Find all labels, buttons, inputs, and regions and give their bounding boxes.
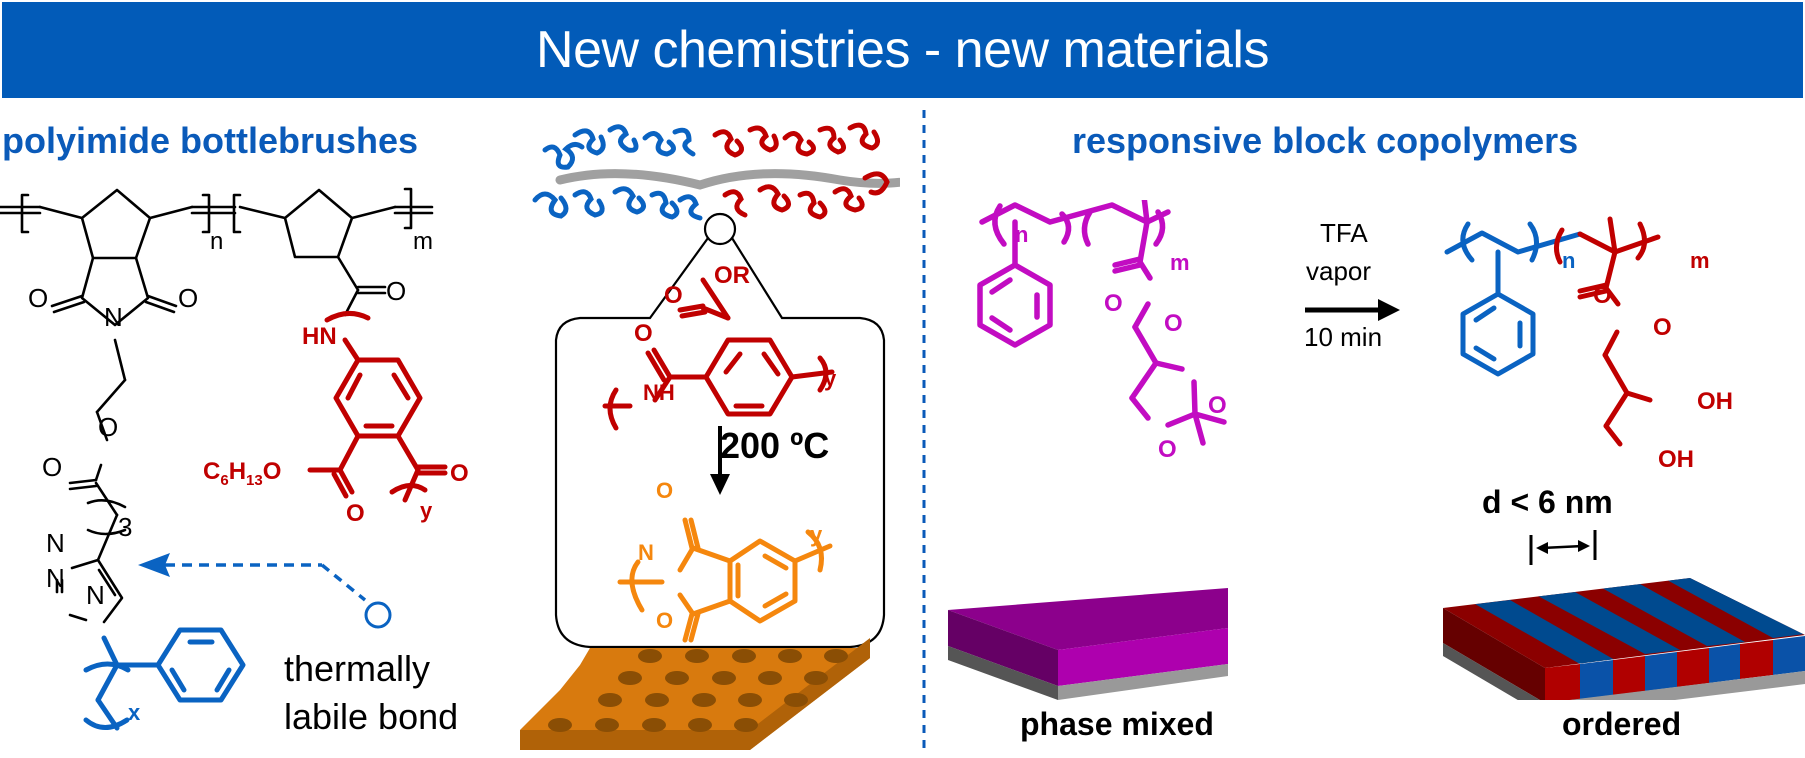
- ordered-lamellar-film: [1443, 578, 1805, 700]
- polystyrene-side-chain: [83, 627, 246, 731]
- ordered-label: ordered: [1562, 706, 1682, 742]
- atom-o: O: [664, 282, 683, 309]
- banner: New chemistries - new materials: [2, 2, 1803, 98]
- atom-o: O: [346, 500, 365, 527]
- atom-n: N: [46, 563, 65, 593]
- reaction-time: 10 min: [1304, 322, 1383, 352]
- atom-n: N: [46, 528, 65, 558]
- polyimide-bottlebrushes-title: polyimide bottlebrushes: [2, 120, 419, 161]
- domain-spacing-label: d < 6 nm: [1482, 484, 1613, 520]
- banner-title: New chemistries - new materials: [536, 21, 1269, 79]
- subscript-m: m: [1170, 250, 1190, 275]
- subscript-y: y: [420, 498, 433, 523]
- subscript-n: n: [210, 228, 224, 255]
- atom-n: N: [638, 540, 654, 565]
- atom-o: O: [1653, 314, 1672, 341]
- callout-line2: labile bond: [284, 696, 459, 737]
- hydroxyl-label: OH: [1658, 446, 1694, 473]
- phase-mixed-label: phase mixed: [1020, 706, 1214, 742]
- hydroxyl-label: OH: [1697, 388, 1733, 415]
- subscript-y: y: [824, 366, 837, 391]
- atom-o: O: [634, 320, 653, 347]
- bottlebrush-structure: [0, 187, 448, 731]
- bottlebrush-imidization-schematic: [520, 122, 900, 750]
- polyimide-structure: [617, 517, 833, 643]
- reagent-vapor: vapor: [1306, 256, 1372, 286]
- subscript-3: 3: [118, 512, 133, 542]
- deprotected-copolymer-structure: [1444, 216, 1661, 447]
- atom-hn: HN: [302, 323, 337, 350]
- thin-film-illustrations: [948, 530, 1805, 700]
- subscript-m: m: [1690, 248, 1710, 273]
- zoom-circle: [703, 212, 737, 246]
- subscript-x: x: [128, 700, 141, 725]
- subscript-n: n: [1015, 222, 1029, 247]
- block-copolymer-structures: [977, 200, 1661, 447]
- subscript-m: m: [413, 228, 433, 255]
- atom-o: O: [1593, 282, 1612, 309]
- phase-mixed-film: [948, 588, 1228, 700]
- subscript-n: n: [1562, 248, 1576, 273]
- atom-n: N: [104, 302, 123, 332]
- atom-o: O: [1164, 310, 1183, 337]
- atom-nh: NH: [643, 380, 675, 405]
- zoom-callout-box: [554, 237, 886, 649]
- amic-acid-structure: [602, 277, 835, 431]
- reagent-tfa: TFA: [1320, 218, 1368, 248]
- atom-n: N: [86, 580, 105, 610]
- atom-o: O: [1104, 290, 1123, 317]
- atom-o: O: [450, 460, 469, 487]
- reaction-temperature: 200 ºC: [720, 425, 830, 466]
- atom-o: O: [42, 452, 63, 482]
- atom-o: O: [1208, 392, 1227, 419]
- red-amic-acid-ester: [307, 311, 448, 503]
- norbornene-amide-repeat-unit: [238, 187, 434, 317]
- norbornene-imide-repeat-unit: [0, 188, 242, 624]
- bottlebrush-cartoon: [532, 122, 900, 221]
- porous-membrane: [520, 638, 870, 750]
- atom-o: O: [178, 283, 199, 313]
- hexyl-ester-label: C6H13O: [203, 458, 282, 489]
- labile-bond-arrow: [138, 553, 392, 629]
- atom-o: O: [28, 283, 49, 313]
- atom-o: O: [656, 608, 674, 633]
- section-divider: [922, 110, 926, 750]
- atom-or: OR: [714, 262, 750, 289]
- responsive-block-copolymers-title: responsive block copolymers: [1072, 120, 1579, 161]
- atom-o: O: [98, 412, 119, 442]
- subscript-y: y: [810, 522, 823, 547]
- atom-o: O: [1158, 436, 1177, 463]
- protected-copolymer-structure: [977, 200, 1227, 446]
- atom-o: O: [386, 276, 407, 306]
- atom-o: O: [656, 478, 674, 503]
- callout-line1: thermally: [284, 648, 431, 689]
- spacing-marker: [1529, 530, 1597, 565]
